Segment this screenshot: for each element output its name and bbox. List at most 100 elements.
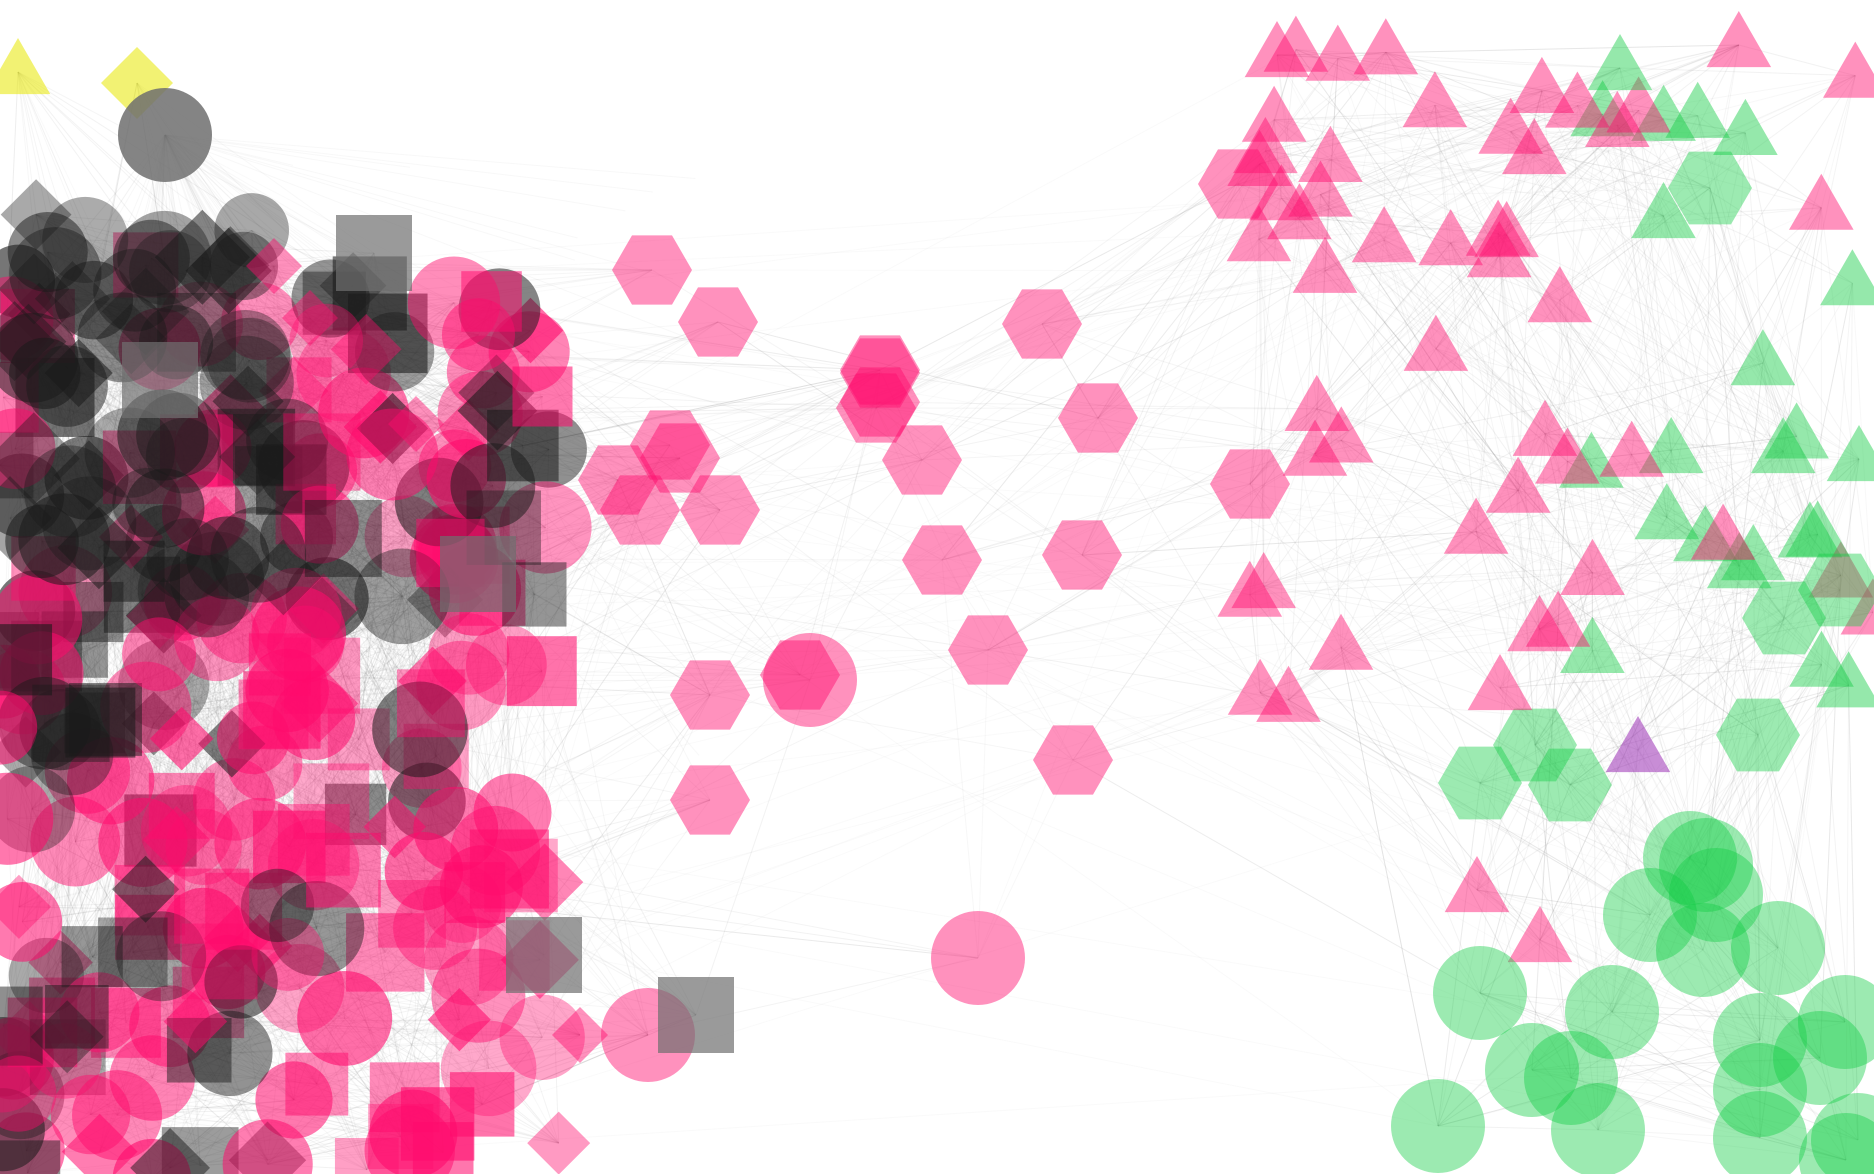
edge [158, 330, 531, 655]
edge [343, 869, 483, 1105]
square-node-icon [506, 917, 582, 993]
edge [72, 298, 530, 353]
edge [186, 762, 266, 832]
edge [281, 709, 402, 1137]
edge [163, 509, 641, 616]
triangle-node-icon [1730, 329, 1796, 386]
edge [160, 830, 483, 1105]
edge [206, 479, 619, 596]
edge [299, 555, 458, 989]
edge [200, 323, 484, 373]
square-node-icon [336, 215, 412, 291]
circle-node-icon [240, 868, 315, 943]
edge [313, 454, 393, 840]
circle-node-icon [1643, 811, 1737, 905]
edge [2, 723, 72, 1027]
edge [481, 799, 711, 1105]
edge [277, 904, 469, 962]
edge [252, 737, 483, 1105]
edge [60, 956, 93, 963]
circle-node-icon [122, 617, 197, 692]
edge [37, 325, 498, 412]
edge [35, 214, 531, 331]
hexagon-node-icon [1058, 383, 1138, 453]
edge [26, 903, 463, 1152]
edge [1072, 759, 1481, 994]
square-node-icon [0, 986, 43, 1066]
edge [18, 1093, 405, 1098]
edge [343, 454, 393, 871]
edge [46, 974, 410, 1152]
triangle-node-icon [1403, 314, 1469, 371]
edge [46, 617, 242, 657]
edge [42, 718, 315, 1033]
triangle-node-icon [1507, 906, 1573, 963]
edge [76, 1011, 100, 1018]
square-node-icon [0, 624, 53, 696]
edge [198, 892, 475, 1051]
edge [169, 928, 318, 1169]
edge [366, 348, 881, 371]
edge [522, 372, 881, 447]
edge [64, 591, 235, 800]
edge [46, 552, 451, 657]
edge [288, 536, 406, 848]
edge [7, 818, 436, 929]
edge [3, 960, 469, 1131]
circle-node-icon [9, 337, 81, 410]
square-node-icon [658, 977, 734, 1053]
edge [227, 413, 481, 559]
edge [259, 945, 581, 1036]
edge [313, 371, 484, 720]
edge [28, 341, 497, 394]
edge [153, 524, 321, 724]
edge [358, 599, 446, 740]
circle-node-icon [931, 911, 1025, 1005]
circle-node-icon [1485, 1023, 1579, 1117]
edge [61, 739, 360, 1011]
edge [299, 544, 456, 989]
edge [147, 594, 535, 928]
circle-node-icon [200, 309, 291, 400]
edge [42, 771, 88, 1033]
circle-node-icon [1391, 1079, 1485, 1173]
edge [358, 454, 393, 740]
circle-node-icon [1433, 946, 1527, 1040]
edge [202, 618, 243, 929]
square-node-icon [293, 763, 370, 840]
edge [147, 670, 543, 928]
edge [61, 1010, 368, 1171]
edge [66, 285, 354, 387]
edge [241, 576, 284, 619]
edge [251, 230, 335, 304]
edge [196, 331, 367, 350]
edge [18, 1093, 438, 1125]
edge [313, 864, 560, 1144]
edge [20, 995, 479, 1096]
edge [522, 369, 881, 447]
edge [132, 951, 414, 1135]
triangle-node-icon [1823, 41, 1874, 98]
edge [541, 670, 649, 1036]
edge [228, 971, 581, 1036]
edge [313, 718, 444, 1153]
edge [14, 340, 524, 447]
edge [160, 830, 483, 1105]
edge [233, 694, 711, 800]
edge [153, 524, 321, 724]
edge [145, 271, 171, 312]
edge [0, 592, 493, 651]
circle-node-icon [118, 88, 212, 182]
circle-node-icon [1799, 1113, 1874, 1174]
hexagon-node-icon [948, 615, 1028, 685]
square-node-icon [306, 832, 381, 908]
hexagon-node-icon [1002, 289, 1082, 359]
edge [67, 756, 437, 1058]
triangle-node-icon [1820, 249, 1874, 306]
edge [227, 594, 535, 973]
edge [1340, 647, 1481, 994]
triangle-node-icon [1467, 654, 1533, 711]
circle-node-icon [30, 712, 114, 796]
edge [245, 354, 294, 392]
